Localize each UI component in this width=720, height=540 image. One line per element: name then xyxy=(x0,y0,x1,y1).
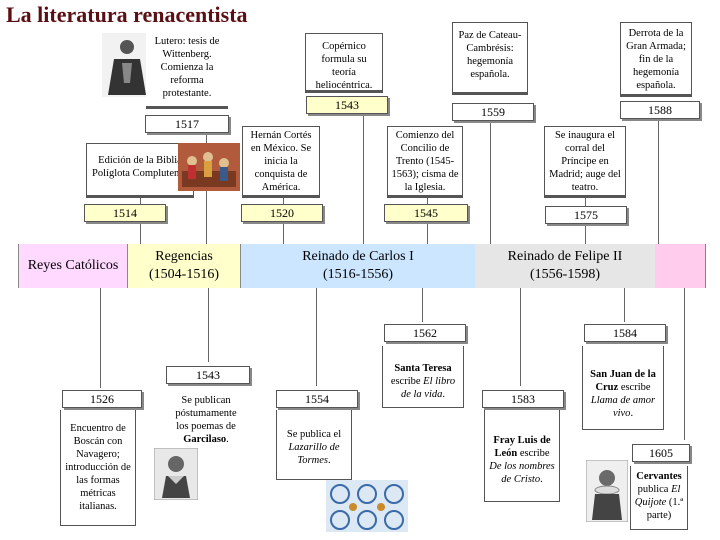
year-1562: 1562 xyxy=(384,324,466,342)
year-1559: 1559 xyxy=(452,103,534,121)
luther-portrait-icon xyxy=(102,33,152,97)
event-text-1584: San Juan de la Cruz escribe Llama de amo… xyxy=(582,346,664,430)
year-1554: 1554 xyxy=(276,390,358,408)
text: escribe xyxy=(517,448,550,459)
page-title: La literatura renacentista xyxy=(6,2,248,27)
event-text-1543-garcilaso: Se publican póstumamente los poemas de G… xyxy=(168,388,244,448)
event-text-1554: Se publica el Lazarillo de Tormes. xyxy=(276,410,352,480)
period-label: Reyes Católicos xyxy=(27,258,119,273)
text: . xyxy=(630,408,634,419)
event-text-1520: Hernán Cortés en México. Se inicia la co… xyxy=(242,126,320,198)
text: Se publica el xyxy=(286,429,342,440)
year-1545: 1545 xyxy=(384,204,468,222)
text: escribe xyxy=(390,376,424,387)
cervantes-portrait-icon xyxy=(586,460,628,522)
year-1520: 1520 xyxy=(241,204,323,222)
period-regencias: Regencias (1504-1516) xyxy=(127,244,241,288)
period-reyes-catolicos: Reyes Católicos xyxy=(19,244,127,288)
text: escribe xyxy=(618,382,651,393)
author-name: Fray Luis de León xyxy=(493,435,551,459)
author-name: Garcilaso xyxy=(183,434,227,445)
event-text-1545: Comienzo del Concilio de Trento (1545-15… xyxy=(387,126,463,198)
connector-1583 xyxy=(520,288,521,386)
event-text-1605: Cervantes publica El Quijote (1.ª parte) xyxy=(630,466,688,530)
event-text-1517: Lutero: tesis de Wittenberg. Comienza la… xyxy=(146,33,228,109)
connector-1526 xyxy=(100,288,101,388)
connector-1554 xyxy=(316,288,317,386)
event-text-1588: Derrota de la Gran Armada; fin de la heg… xyxy=(620,22,692,97)
period-dates: (1504-1516) xyxy=(149,267,219,282)
azulejo-tile-icon xyxy=(326,480,408,532)
year-1517: 1517 xyxy=(145,115,229,133)
connector-1543-low xyxy=(208,288,209,362)
year-1543-copernico: 1543 xyxy=(306,96,388,114)
event-text-1526: Encuentro de Boscán con Navagero; introd… xyxy=(60,410,136,526)
period-label: Reinado de Carlos I xyxy=(302,249,414,264)
event-text-1543-copernico: Copérnico formula su teoría heliocéntric… xyxy=(305,33,383,93)
work-title: El libro de la vida xyxy=(400,376,456,400)
text: (1.ª parte) xyxy=(646,497,684,521)
work-title: Lazarillo de Tormes xyxy=(288,442,340,466)
period-label: Regencias xyxy=(155,249,213,264)
text: . xyxy=(327,455,331,466)
year-1588: 1588 xyxy=(620,101,700,119)
connector-1588 xyxy=(658,116,659,244)
garcilaso-portrait-icon xyxy=(154,448,198,500)
year-1526: 1526 xyxy=(62,390,142,408)
year-1605: 1605 xyxy=(632,444,690,462)
text: . xyxy=(226,434,229,445)
work-title: El Quijote xyxy=(634,484,681,508)
text: publica xyxy=(637,484,672,495)
author-name: Cervantes xyxy=(636,471,682,482)
event-text-1562: Santa Teresa escribe El libro de la vida… xyxy=(382,346,464,408)
work-title: De los nombres de Cristo xyxy=(489,461,555,485)
text: Se publican póstumamente los poemas de xyxy=(175,395,237,432)
period-end xyxy=(655,244,705,288)
text: . xyxy=(540,474,543,485)
author-name: Santa Teresa xyxy=(394,363,452,374)
conquest-painting-icon xyxy=(178,143,240,191)
event-text-1559: Paz de Cateau-Cambrésis: hegemonía españ… xyxy=(452,22,528,95)
connector-1543-up xyxy=(363,112,364,244)
period-label: Reinado de Felipe II xyxy=(507,249,623,264)
connector-1584 xyxy=(624,288,625,322)
event-text-1514: Edición de la Biblia Políglota Compluten… xyxy=(86,143,194,198)
period-dates: (1556-1598) xyxy=(530,267,600,282)
connector-1562 xyxy=(422,288,423,322)
connector-1605 xyxy=(684,288,685,440)
author-name: San Juan de la Cruz xyxy=(590,369,656,393)
year-1584: 1584 xyxy=(584,324,666,342)
period-carlos-i: Reinado de Carlos I (1516-1556) xyxy=(241,244,475,288)
text: . xyxy=(442,389,446,400)
period-dates: (1516-1556) xyxy=(323,267,393,282)
event-text-1583: Fray Luis de León escribe De los nombres… xyxy=(484,410,560,502)
period-felipe-ii: Reinado de Felipe II (1556-1598) xyxy=(475,244,655,288)
year-1583: 1583 xyxy=(482,390,564,408)
year-1543-garcilaso: 1543 xyxy=(166,366,250,384)
connector-1559 xyxy=(490,116,491,244)
year-1514: 1514 xyxy=(84,204,166,222)
year-1575: 1575 xyxy=(545,206,627,224)
event-text-1575: Se inaugura el corral del Príncipe en Ma… xyxy=(544,126,626,198)
work-title: Llama de amor vivo xyxy=(590,395,656,419)
